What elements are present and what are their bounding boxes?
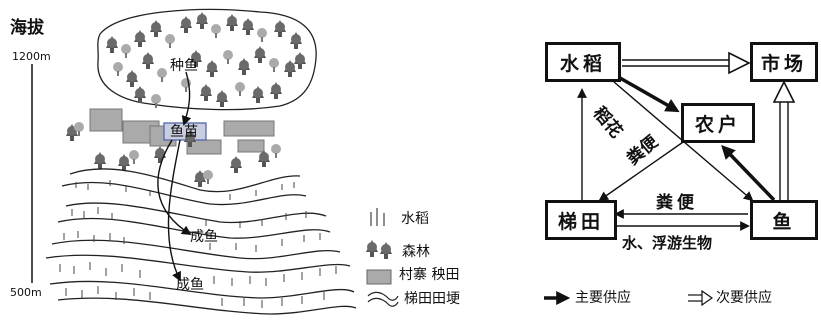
rice-strokes xyxy=(59,180,337,308)
fry-source-label: 种鱼 xyxy=(170,58,198,74)
key-secondary-label: 次要供应 xyxy=(716,290,772,306)
legend-village-label: 村寨 秧田 xyxy=(399,267,460,283)
forest-trees xyxy=(106,12,306,108)
adult-fish-label-2: 成鱼 xyxy=(176,277,204,293)
node-farmer: 农户 xyxy=(681,103,755,143)
forest-outline xyxy=(97,8,317,111)
legend-forest-label: 森林 xyxy=(402,244,430,260)
key-secondary-icon xyxy=(688,289,714,307)
legend-rice-icon xyxy=(370,208,385,226)
edge-fish-farmer xyxy=(721,144,776,202)
altitude-low-label: 500m xyxy=(10,286,42,299)
key-main-label: 主要供应 xyxy=(575,290,631,306)
legend-terrace-label: 梯田田埂 xyxy=(404,291,460,307)
legend-rice-label: 水稻 xyxy=(401,211,429,227)
altitude-title: 海拔 xyxy=(10,18,44,38)
fish-arrow-source xyxy=(181,71,192,126)
altitude-high-label: 1200m xyxy=(12,50,51,63)
edge-rice-farmer xyxy=(619,76,680,113)
legend-forest-icon xyxy=(366,240,392,259)
adult-fish-label-1: 成鱼 xyxy=(190,229,218,245)
edge-farmer-terrace xyxy=(598,139,687,202)
terrace-ridges xyxy=(45,168,357,315)
node-market: 市场 xyxy=(750,42,818,82)
node-terrace: 梯田 xyxy=(545,200,617,240)
village-blocks xyxy=(89,108,275,155)
edge-label-manure-mid: 粪便 xyxy=(656,193,698,213)
legend-village-icon xyxy=(366,269,392,285)
fish-arrow-1 xyxy=(157,139,192,236)
legend-terrace-icon xyxy=(367,291,399,307)
fish-arrow-2 xyxy=(167,139,181,282)
node-fish: 鱼 xyxy=(750,200,818,240)
fingerling-label: 鱼苗 xyxy=(170,124,198,140)
node-rice: 水稻 xyxy=(545,42,621,82)
edge-label-water: 水、浮游生物 xyxy=(622,234,713,252)
